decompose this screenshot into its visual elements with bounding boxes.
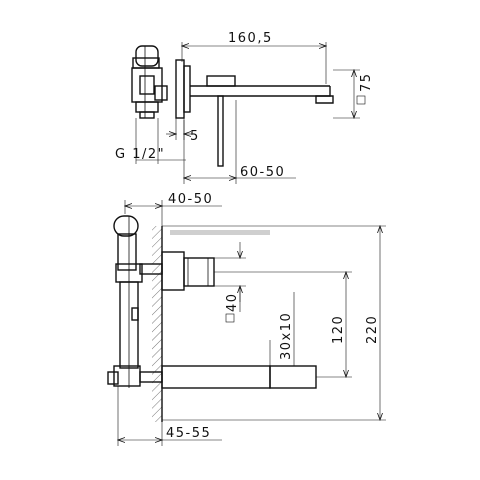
top-lever-block bbox=[206, 75, 236, 87]
label-30x10: 30x10 bbox=[279, 312, 294, 360]
dim-40: 40 bbox=[214, 242, 246, 323]
top-view: 160,5 75 5 G 1/2" bbox=[115, 31, 374, 184]
top-wall-plate bbox=[175, 59, 185, 119]
dim-220: 220 bbox=[162, 226, 386, 420]
label-40: 40 bbox=[225, 292, 240, 312]
dim-g-half: G 1/2" bbox=[115, 118, 186, 164]
label-g-half: G 1/2" bbox=[115, 147, 165, 162]
front-spout bbox=[161, 365, 317, 389]
top-spout bbox=[190, 85, 334, 104]
dim-120: 120 bbox=[214, 272, 352, 377]
label-45-55: 45-55 bbox=[166, 426, 211, 441]
label-5: 5 bbox=[190, 129, 200, 144]
front-valve-body bbox=[107, 215, 143, 388]
dim-30x10: 30x10 bbox=[269, 292, 295, 366]
dim-60-50: 60-50 bbox=[184, 100, 296, 184]
dim-45-55: 45-55 bbox=[118, 386, 222, 446]
wall-shade-bar bbox=[170, 230, 270, 235]
label-75: 75 bbox=[359, 72, 374, 92]
top-flange bbox=[183, 65, 191, 113]
dim-75: 75 bbox=[333, 70, 374, 118]
label-60-50: 60-50 bbox=[240, 165, 285, 180]
label-160-5: 160,5 bbox=[228, 31, 273, 46]
front-view: 40-50 40 30x10 120 bbox=[107, 192, 386, 446]
dim-40-50: 40-50 bbox=[125, 192, 222, 226]
front-handle bbox=[161, 251, 215, 291]
top-lever-pin bbox=[217, 95, 224, 167]
top-valve-body bbox=[131, 45, 168, 119]
label-40-50: 40-50 bbox=[168, 192, 213, 207]
dim-5: 5 bbox=[166, 118, 200, 144]
dim-160-5: 160,5 bbox=[182, 31, 326, 84]
wall-hatch bbox=[152, 226, 162, 422]
label-220: 220 bbox=[365, 315, 380, 344]
label-120: 120 bbox=[331, 315, 346, 344]
